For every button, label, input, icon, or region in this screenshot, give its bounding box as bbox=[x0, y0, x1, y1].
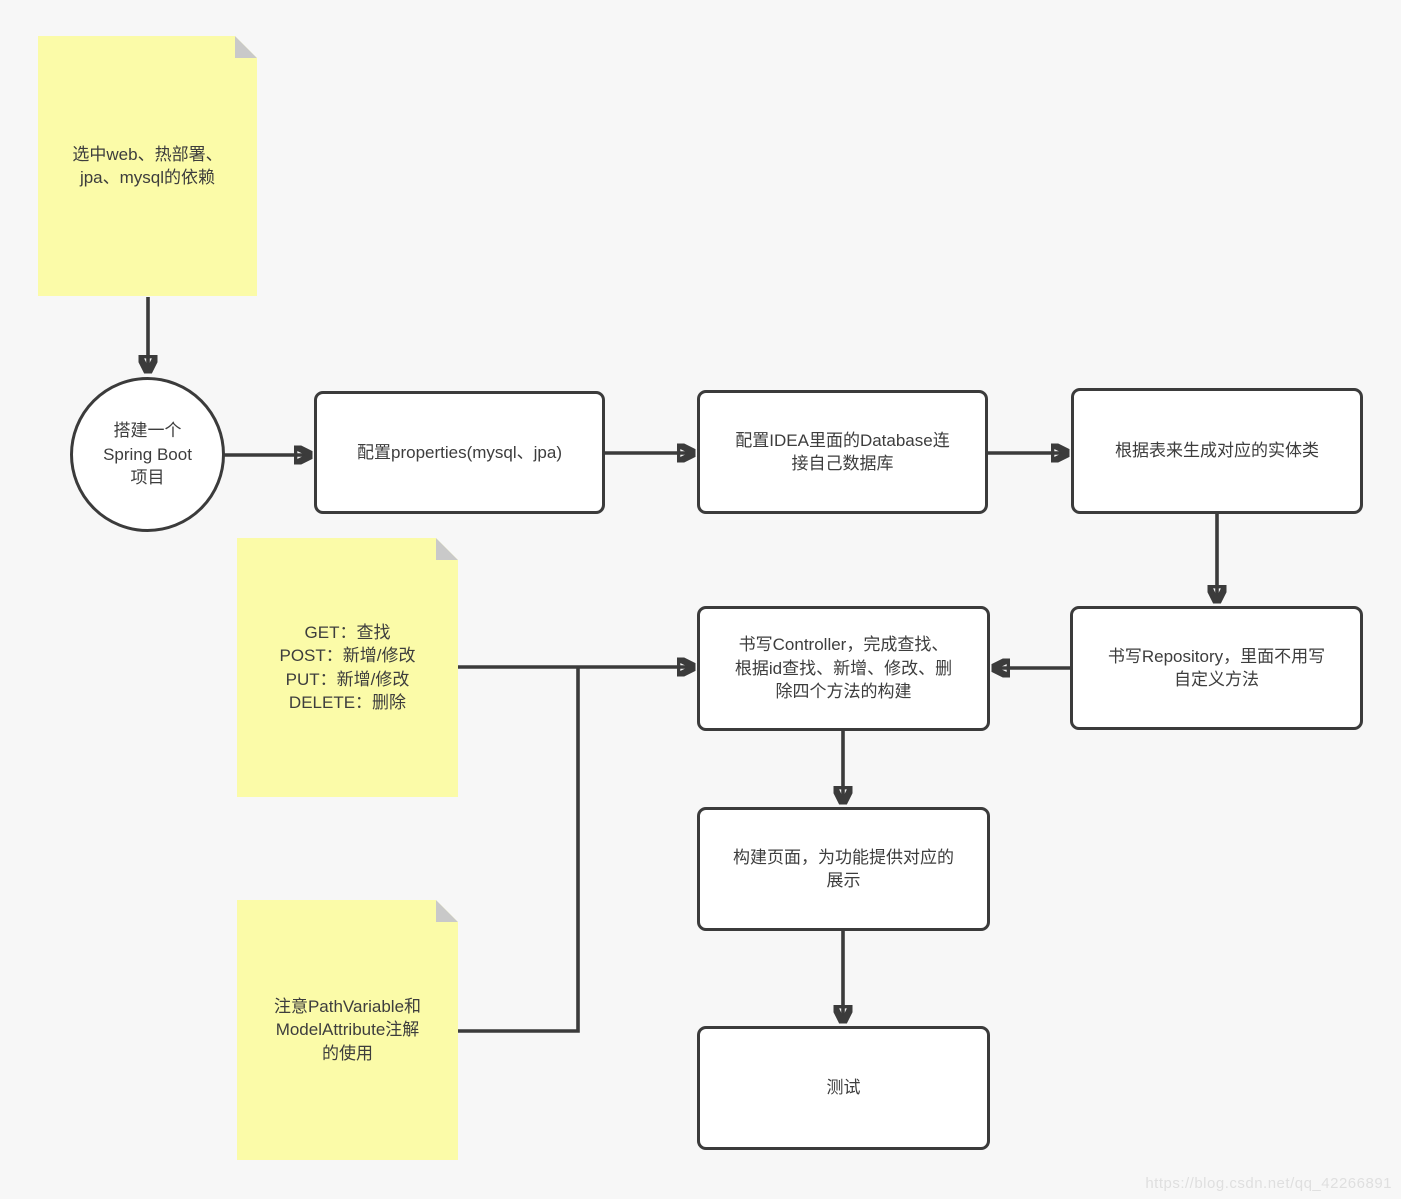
node-config-idea-database: 配置IDEA里面的Database连 接自己数据库 bbox=[697, 390, 988, 514]
line-note3-branch bbox=[458, 667, 580, 1033]
note-fold-icon bbox=[235, 36, 257, 58]
note-dependencies: 选中web、热部署、 jpa、mysql的依赖 bbox=[38, 36, 257, 296]
note-text: 注意PathVariable和 ModelAttribute注解 的使用 bbox=[273, 996, 422, 1063]
note-fold-icon bbox=[436, 538, 458, 560]
node-build-pages: 构建页面，为功能提供对应的 展示 bbox=[697, 807, 990, 931]
node-text: 书写Repository，里面不用写 自定义方法 bbox=[1107, 646, 1326, 689]
node-text: 配置IDEA里面的Database连 接自己数据库 bbox=[735, 430, 950, 473]
node-write-controller: 书写Controller，完成查找、 根据id查找、新增、修改、删 除四个方法的… bbox=[697, 606, 990, 731]
node-generate-entity: 根据表来生成对应的实体类 bbox=[1071, 388, 1363, 514]
node-text: 书写Controller，完成查找、 根据id查找、新增、修改、删 除四个方法的… bbox=[734, 635, 953, 702]
note-http-methods: GET：查找 POST：新增/修改 PUT：新增/修改 DELETE：删除 bbox=[237, 538, 458, 797]
node-text: 配置properties(mysql、jpa) bbox=[357, 442, 562, 462]
node-text: 根据表来生成对应的实体类 bbox=[1115, 441, 1319, 461]
node-config-properties: 配置properties(mysql、jpa) bbox=[314, 391, 605, 514]
node-write-repository: 书写Repository，里面不用写 自定义方法 bbox=[1070, 606, 1363, 730]
node-test: 测试 bbox=[697, 1026, 990, 1150]
node-text: 搭建一个 Spring Boot 项目 bbox=[103, 421, 192, 488]
note-text: GET：查找 POST：新增/修改 PUT：新增/修改 DELETE：删除 bbox=[279, 622, 416, 712]
node-start-circle: 搭建一个 Spring Boot 项目 bbox=[70, 377, 225, 532]
node-text: 构建页面，为功能提供对应的 展示 bbox=[733, 847, 954, 890]
node-text: 测试 bbox=[826, 1078, 861, 1098]
note-text: 选中web、热部署、 jpa、mysql的依赖 bbox=[72, 144, 223, 187]
note-fold-icon bbox=[436, 900, 458, 922]
watermark-url: https://blog.csdn.net/qq_42266891 bbox=[1145, 1175, 1392, 1192]
note-annotations: 注意PathVariable和 ModelAttribute注解 的使用 bbox=[237, 900, 458, 1160]
